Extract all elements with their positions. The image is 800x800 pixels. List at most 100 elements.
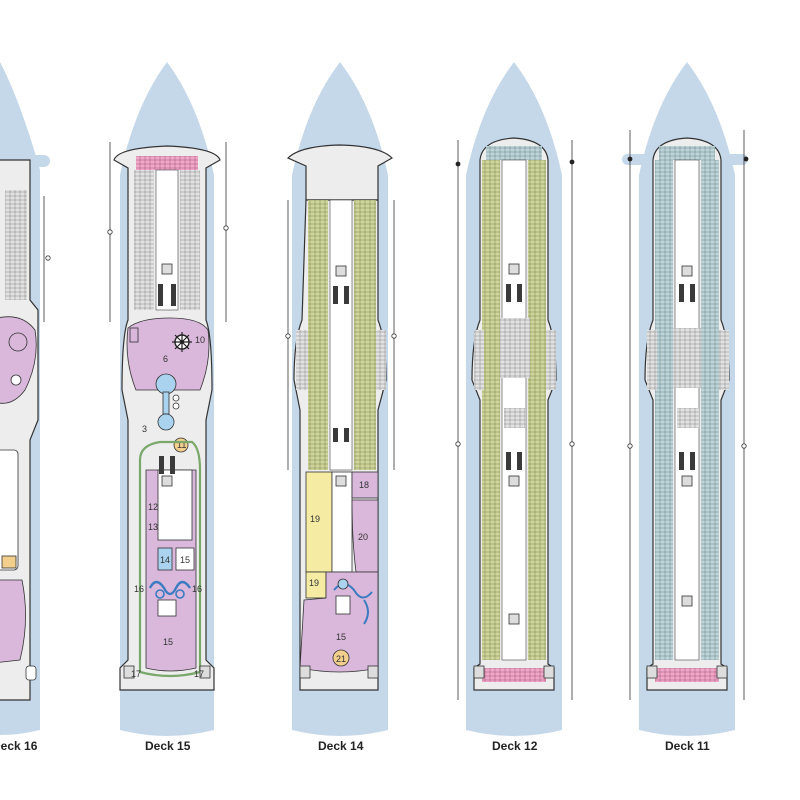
deck-11-starboard-cabins [701, 160, 719, 660]
deck-11-label: Deck 11 [665, 739, 710, 753]
deck-15-marker-right [223, 225, 229, 231]
deck-15-area-6: 6 [163, 354, 168, 364]
deck-15-corridor [155, 169, 179, 311]
deck-16-sports-court [0, 449, 19, 571]
deck-15-aft-stairs-stbd [199, 665, 211, 679]
deck-15[interactable]: 10 6 3 11 12 13 14 15 16 16 15 [107, 62, 229, 753]
deck-15-pool-14 [157, 547, 173, 571]
deck-15-area-16-stbd: 16 [192, 584, 202, 594]
deck-16[interactable]: Deck 16 [0, 62, 51, 753]
deck-11-lift-fwd [681, 265, 693, 277]
deck-14-marker-right [391, 333, 397, 339]
deck-11-forward-suites [659, 146, 715, 160]
deck-15-stairs-b [171, 284, 176, 306]
deck-11-stbd-balcony [719, 330, 729, 390]
deck-15-area-15a-box [175, 547, 195, 571]
deck-11[interactable]: Deck 11 [622, 62, 749, 753]
deck-15-area-17-port: 17 [131, 669, 141, 679]
deck-12-aft-stairs-stbd [543, 665, 555, 679]
deck-12-lift-mid [508, 475, 520, 487]
deck-11-lift-mid [681, 475, 693, 487]
deck-15-pool [155, 373, 177, 395]
deck-14-waterslide [333, 578, 373, 625]
deck-14-area-15: 15 [336, 632, 346, 642]
deck-16-cabins [5, 190, 27, 300]
deck-12-marker-right [569, 441, 575, 447]
deck-12-dot-left [455, 161, 461, 167]
deck-14-label: Deck 14 [318, 739, 364, 753]
deck-14-area-19: 19 [310, 514, 320, 524]
deck-15-area-12: 12 [148, 502, 158, 512]
deck-11-aft-stairs-port [646, 665, 658, 679]
deck-15-whirlpool [157, 413, 175, 431]
deck-15-marker-left [107, 229, 113, 235]
deck-12-marker-left [455, 441, 461, 447]
deck-15-aft-stairs-port [123, 665, 135, 679]
deck-12-aft-stairs-port [473, 665, 485, 679]
helm-wheel-icon [172, 332, 192, 352]
deck-15-lift-mid [161, 475, 173, 487]
deck-15-area-16-port: 16 [134, 584, 144, 594]
deck-12-forward-suites [486, 146, 542, 160]
deck-15-pool-channel [162, 391, 170, 415]
deck-12-stairs-a [506, 284, 511, 302]
deck-15-forward-suites [136, 156, 198, 170]
deck-15-waterslide [148, 580, 191, 599]
deck-14-center [331, 471, 353, 573]
deck-15-starboard-cabins [180, 170, 200, 310]
deck-14-stairs-a [333, 286, 338, 304]
deck-14-stairs-b [344, 286, 349, 304]
deck-15-stairs-d [170, 456, 175, 474]
deck-15-jacuzzi-b [172, 402, 180, 410]
deck-11-midship-block [673, 328, 701, 388]
deck-12-mid-block-b [504, 408, 526, 428]
deck-14-area-18-box [351, 471, 379, 499]
deck-14-port-balcony [296, 330, 308, 390]
deck-12-lift-aft [508, 613, 520, 625]
deck-14-pool-a [337, 578, 349, 590]
deck-11-aft-stairs-stbd [716, 665, 728, 679]
deck-12-stairs-d [517, 452, 522, 470]
deck-15-port-cabins [134, 170, 154, 310]
deck-15-lift-fwd [161, 263, 173, 275]
deck-14[interactable]: 19 18 20 19 15 21 Deck 14 [285, 62, 397, 753]
deck-12-midship-block [500, 318, 530, 378]
deck-14-stairs-d [344, 428, 349, 442]
deck-11-port-cabins [655, 160, 673, 660]
deck-12[interactable]: Deck 12 [455, 62, 575, 753]
deck-11-stairs-c [679, 452, 684, 470]
deck-16-aft-area [0, 579, 26, 663]
deck-14-starboard-cabins [354, 200, 376, 470]
deck-14-lift-fwd [335, 265, 347, 277]
deck-12-aft-suites [482, 668, 546, 682]
deck-14-area-21: 21 [336, 654, 346, 664]
deck-15-bar [129, 327, 139, 343]
deck-11-marker-left [627, 443, 633, 449]
deck-12-label: Deck 12 [492, 739, 538, 753]
deck-15-area-13: 13 [148, 522, 158, 532]
deck-11-dot-left [627, 156, 633, 162]
deck-15-stairs-a [158, 284, 163, 306]
deck-11-stairs-a [679, 284, 684, 302]
deck-14-lift-mid [335, 475, 347, 487]
deck-15-area-15-aft: 15 [163, 637, 173, 647]
deck-14-stbd-balcony [376, 330, 386, 390]
deck-15-pool-group [155, 373, 180, 431]
deck-15-aft-kiosk [157, 599, 177, 617]
deck-16-label: Deck 16 [0, 739, 38, 753]
deck-16-kiosk [1, 555, 17, 569]
deck-11-dot-right [743, 156, 749, 162]
deck-14-marker-left [285, 333, 291, 339]
deck-14-sun-deck [305, 471, 333, 573]
deck-15-area-11: 11 [177, 440, 186, 450]
deck-14-corridor [329, 199, 353, 471]
deck-12-port-balcony [474, 330, 484, 390]
deck-14-aft-stairs-port [299, 665, 311, 679]
deck-11-lift-aft [681, 595, 693, 607]
deck-11-stairs-b [690, 284, 695, 302]
deck-14-stairs-c [333, 428, 338, 442]
deck-14-kiosk [335, 595, 351, 615]
deck-16-dome [10, 374, 22, 386]
deck-15-area-14: 14 [160, 555, 170, 565]
